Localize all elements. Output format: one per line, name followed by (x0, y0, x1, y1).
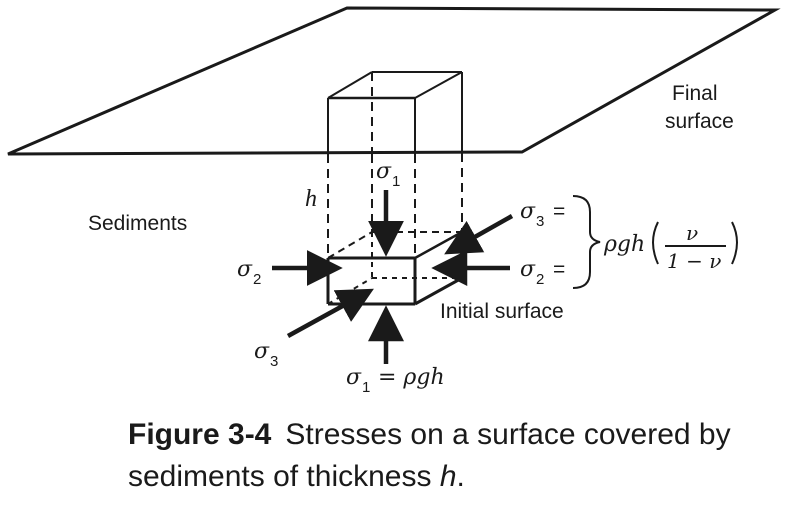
column-hidden-edges (327, 153, 463, 258)
sigma3-upper-sub: 3 (536, 213, 544, 230)
caption-end: . (456, 460, 465, 493)
formula-prefix: ρgh (603, 232, 645, 257)
final-surface-label-2: surface (665, 110, 734, 133)
sigma2-right-eq: = (553, 258, 565, 281)
sigma2-left-sub: 2 (253, 271, 261, 288)
column-top-face (327, 71, 463, 100)
equality-brace (572, 195, 601, 289)
sigma1-top-label: σ (376, 159, 392, 184)
sigma3-lower-arrow (286, 288, 374, 338)
initial-surface-label: Initial surface (440, 300, 564, 323)
stress-arrows (272, 190, 514, 364)
sigma3-upper-eq: = (553, 200, 565, 223)
final-surface-label-1: Final (672, 82, 718, 105)
caption-text: Stresses on a surface covered by sedimen… (128, 418, 731, 493)
formula-left-paren (652, 221, 659, 265)
caption-variable: h (439, 460, 457, 493)
figure-label: Figure 3-4 (128, 418, 272, 451)
formula-right-paren (731, 221, 738, 265)
formula-denominator: 1 − ν (667, 249, 721, 273)
sigma3-lower-label: σ (254, 339, 270, 364)
sediments-label: Sediments (88, 212, 187, 235)
column-edges (327, 72, 463, 154)
sigma2-left-label: σ (237, 257, 253, 282)
sigma1-bottom-sub: 1 (362, 379, 370, 396)
sigma1-bottom-eq: = ρgh (378, 365, 445, 390)
sigma3-upper-arrow (444, 214, 514, 255)
formula-numerator: ν (686, 221, 698, 245)
sigma2-right-label: σ (520, 257, 536, 282)
sigma2-right-sub: 2 (536, 271, 544, 288)
sigma3-lower-sub: 3 (270, 353, 278, 370)
sigma3-upper-label: σ (520, 199, 536, 224)
h-label: h (305, 186, 317, 212)
sigma1-bottom-label: σ (346, 365, 362, 390)
final-surface-plane (7, 6, 781, 156)
sigma1-top-sub: 1 (392, 173, 400, 190)
